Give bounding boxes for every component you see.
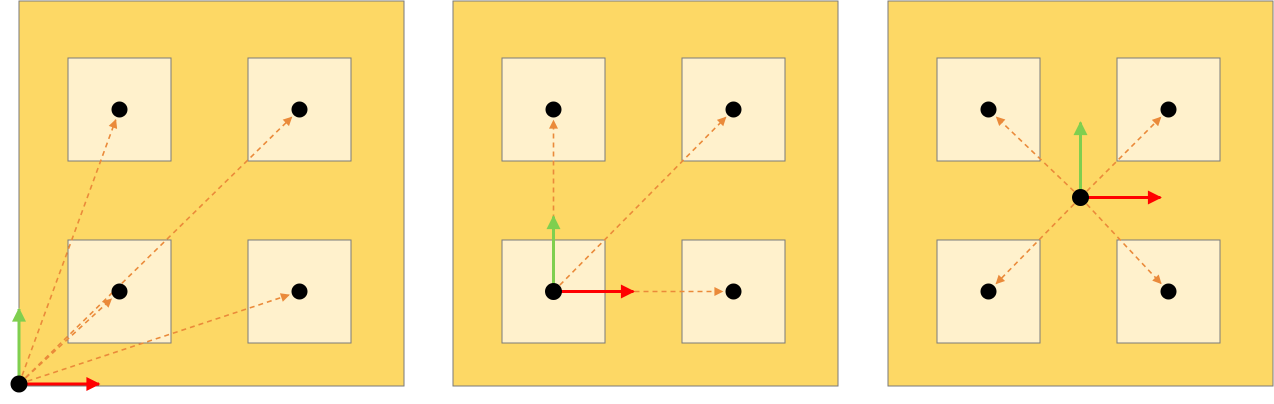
vector-to-cell-bottom-left <box>18 298 113 385</box>
cell-center-point-tr <box>1160 101 1177 118</box>
origin-point <box>545 283 562 300</box>
cell-center-point-br <box>291 283 308 300</box>
cell-center-point-tr <box>291 101 308 118</box>
vector-to-cell-bottom-right <box>1079 196 1162 285</box>
vector-to-cell-bottom-right <box>18 293 290 385</box>
origin-point <box>10 375 28 393</box>
panel-1 <box>10 0 405 393</box>
cell-center-point-br <box>1160 283 1177 300</box>
vector-to-cell-top-right <box>18 116 293 385</box>
cell-center-point-tr <box>725 101 742 118</box>
vector-to-cell-top-left <box>995 116 1082 199</box>
panel-3 <box>887 0 1274 387</box>
cell-center-point-bl <box>111 283 128 300</box>
cell-center-point-tl <box>111 101 128 118</box>
cell-center-point-tl <box>980 101 997 118</box>
cell-center-point-tl <box>545 101 562 118</box>
vector-to-cell-top-right <box>552 116 727 293</box>
origin-point <box>1072 189 1089 206</box>
cell-center-point-br <box>725 283 742 300</box>
vector-to-cell-bottom-left <box>995 196 1082 285</box>
panel-2 <box>452 0 839 387</box>
vector-to-cell-top-left <box>18 118 118 385</box>
vector-to-cell-top-right <box>1079 116 1162 199</box>
cell-center-point-bl <box>980 283 997 300</box>
